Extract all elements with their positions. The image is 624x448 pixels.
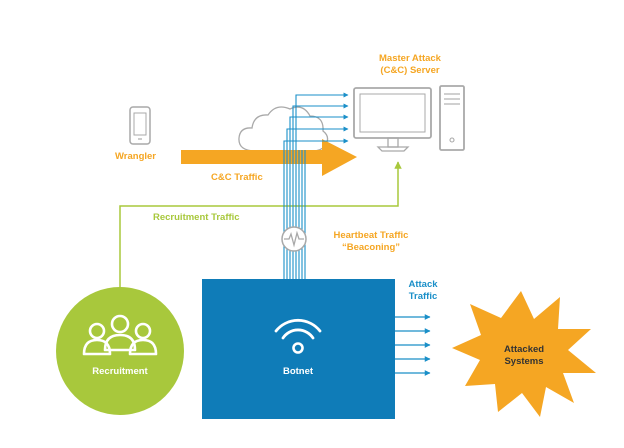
computer-tower-icon: [439, 85, 465, 151]
heartbeat-traffic-label: Heartbeat Traffic “Beaconing”: [321, 230, 421, 254]
attack-traffic-label: Attack Traffic: [400, 279, 446, 303]
cc-traffic-label: C&C Traffic: [211, 172, 263, 183]
attacked-systems-label: Attacked Systems: [490, 344, 558, 368]
botnet-box: [202, 279, 395, 419]
people-group-icon: [82, 314, 158, 356]
recruitment-label: Recruitment: [92, 366, 148, 377]
heartbeat-label-line2: “Beaconing”: [341, 242, 401, 253]
wrangler-label: Wrangler: [115, 151, 157, 162]
attack-traffic-arrows: [395, 314, 431, 376]
heartbeat-icon: [281, 226, 307, 252]
attack-traffic-label-line1: Attack: [408, 279, 438, 290]
master-server-label-line2: (C&C) Server: [380, 65, 440, 76]
attacked-systems-starburst: [452, 291, 596, 417]
heartbeat-label-line1: Heartbeat Traffic: [333, 230, 409, 241]
recruitment-traffic-line: [119, 161, 402, 302]
botnet-label: Botnet: [282, 366, 314, 377]
attacked-systems-label-line1: Attacked: [503, 344, 545, 355]
cc-traffic-arrow: [181, 139, 357, 176]
monitor-icon: [353, 87, 432, 152]
recruitment-traffic-label: Recruitment Traffic: [153, 212, 240, 223]
master-server-label-line1: Master Attack: [379, 53, 441, 64]
attack-traffic-label-line2: Traffic: [408, 291, 438, 302]
phone-icon: [129, 106, 151, 145]
master-server-label: Master Attack (C&C) Server: [360, 53, 460, 77]
wifi-icon: [274, 318, 322, 354]
attacked-systems-label-line2: Systems: [504, 356, 544, 367]
